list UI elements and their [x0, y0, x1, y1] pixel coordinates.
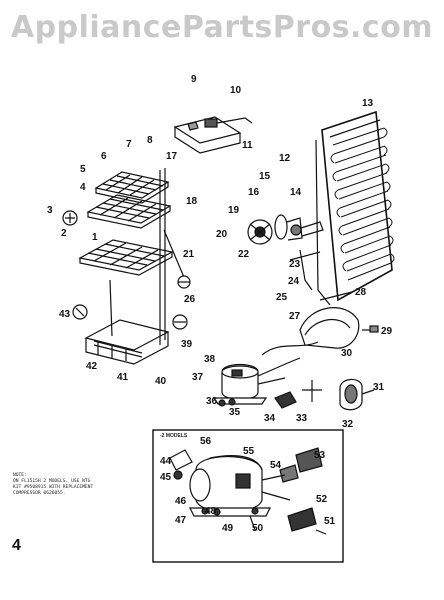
callout-3: 3: [47, 205, 53, 216]
callout-9: 9: [191, 74, 197, 85]
callout-24: 24: [288, 276, 300, 287]
small-hardware: [62, 210, 191, 330]
note-heading: NOTE:: [13, 473, 27, 478]
callout-51: 51: [324, 516, 336, 527]
callout-46: 46: [175, 496, 187, 507]
callout-26: 26: [184, 294, 196, 305]
callout-21: 21: [183, 249, 195, 260]
callout-52: 52: [316, 494, 328, 505]
callout-54: 54: [270, 460, 282, 471]
fan-motor-assembly: [247, 214, 324, 291]
condenser-coil: [315, 110, 395, 306]
callout-35: 35: [229, 407, 241, 418]
callout-27: 27: [289, 311, 301, 322]
callout-20: 20: [216, 229, 228, 240]
callout-42: 42: [86, 361, 98, 372]
callout-37: 37: [192, 372, 204, 383]
note-line: COMPRESSOR 0626055.: [13, 491, 66, 496]
callout-45: 45: [160, 472, 172, 483]
model-note: NOTE: ON FL1515H 2 MODELS, USE NTG KIT #…: [13, 473, 143, 497]
callout-30: 30: [341, 348, 353, 359]
callout-44: 44: [160, 456, 172, 467]
callout-28: 28: [355, 287, 367, 298]
callout-17: 17: [166, 151, 178, 162]
callout-5: 5: [80, 164, 86, 175]
page-number: 4: [12, 537, 21, 554]
note-line: KIT #9508915 WITH REPLACEMENT: [13, 485, 94, 490]
callout-33: 33: [296, 413, 308, 424]
callout-55: 55: [243, 446, 255, 457]
callout-56: 56: [200, 436, 212, 447]
callout-47: 47: [175, 515, 187, 526]
callout-13: 13: [362, 98, 374, 109]
compressor: [212, 357, 301, 406]
callout-36: 36: [206, 396, 218, 407]
callout-12: 12: [279, 153, 291, 164]
condenser-fan-motor: [339, 378, 375, 411]
inset-title: -2 MODELS: [160, 433, 188, 439]
callout-23: 23: [289, 259, 301, 270]
callout-38: 38: [204, 354, 216, 365]
callout-39: 39: [181, 339, 193, 350]
callout-32: 32: [342, 419, 354, 430]
callout-11: 11: [242, 140, 253, 151]
callout-22: 22: [238, 249, 250, 260]
callout-25: 25: [276, 292, 288, 303]
callout-49: 49: [222, 523, 234, 534]
drain-pan: [261, 307, 379, 356]
control-housing: [173, 116, 253, 154]
callout-41: 41: [117, 372, 129, 383]
callout-14: 14: [290, 187, 302, 198]
callout-7: 7: [126, 139, 132, 150]
callout-43: 43: [59, 309, 71, 320]
callout-34: 34: [264, 413, 276, 424]
callout-8: 8: [147, 135, 153, 146]
callout-2: 2: [61, 228, 67, 239]
note-line: ON FL1515H 2 MODELS, USE NTG: [13, 479, 91, 484]
callout-50: 50: [252, 523, 264, 534]
callout-29: 29: [381, 326, 393, 337]
callout-4: 4: [80, 182, 86, 193]
callout-40: 40: [155, 376, 167, 387]
callout-18: 18: [186, 196, 198, 207]
callout-31: 31: [373, 382, 385, 393]
callout-15: 15: [259, 171, 271, 182]
callout-10: 10: [230, 85, 242, 96]
callout-1: 1: [92, 232, 98, 243]
callout-48: 48: [205, 506, 217, 517]
start-components: [218, 380, 322, 409]
callout-6: 6: [101, 151, 107, 162]
wire-shelves: [78, 168, 187, 365]
inset-box: [152, 429, 344, 563]
watermark-text: AppliancePartsPros.com: [10, 10, 434, 45]
callout-53: 53: [314, 450, 326, 461]
callout-19: 19: [228, 205, 240, 216]
callout-16: 16: [248, 187, 260, 198]
